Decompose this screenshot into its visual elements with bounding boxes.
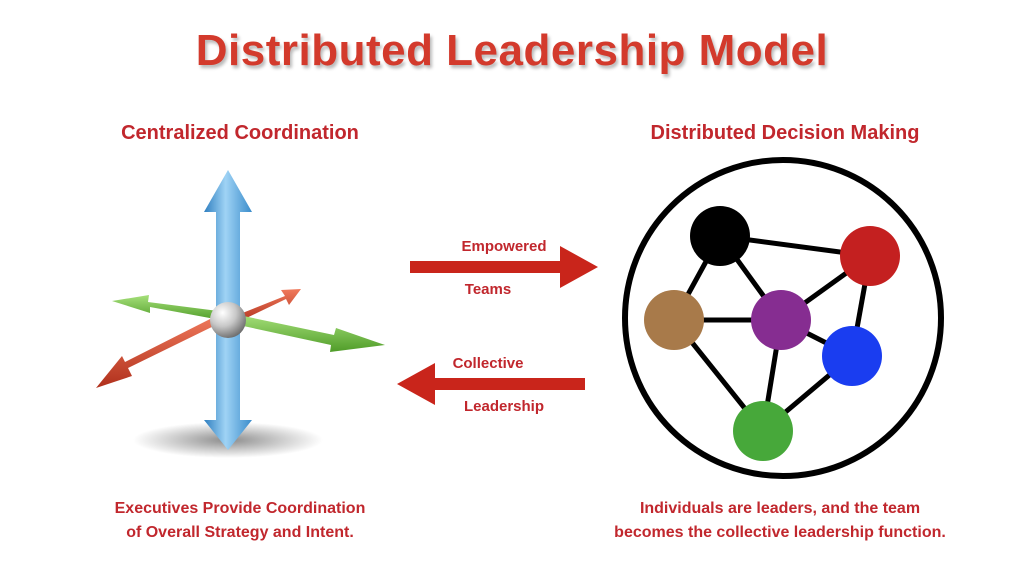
arrow-label-empowered: Empowered (461, 238, 547, 255)
node-green (733, 401, 793, 461)
centralized-caption-line1: Executives Provide Coordination (114, 500, 366, 517)
centralized-heading: Centralized Coordination (121, 122, 359, 144)
node-purple (751, 290, 811, 350)
arrow-label-teams: Teams (464, 281, 512, 298)
node-blue (822, 326, 882, 386)
node-black (690, 206, 750, 266)
network-diagram (622, 157, 944, 479)
green-axis-arrow (112, 295, 385, 352)
distributed-heading: Distributed Decision Making (650, 122, 920, 144)
node-brown (644, 290, 704, 350)
axis-diagram (96, 170, 385, 458)
arrow-label-leadership: Leadership (463, 398, 545, 415)
page-title: Distributed Leadership Model (195, 26, 829, 75)
empowered-teams-arrow (410, 246, 598, 288)
center-sphere (210, 302, 246, 338)
node-red (840, 226, 900, 286)
distributed-caption-line1: Individuals are leaders, and the team (639, 500, 921, 517)
arrow-label-collective: Collective (452, 355, 524, 372)
collective-leadership-arrow (397, 363, 585, 405)
distributed-caption-line2: becomes the collective leadership functi… (614, 524, 946, 541)
centralized-caption: Executives Provide Coordination of Overa… (40, 497, 440, 545)
distributed-caption: Individuals are leaders, and the team be… (555, 497, 1005, 545)
red-axis-arrow (96, 289, 301, 388)
centralized-caption-line2: of Overall Strategy and Intent. (126, 524, 354, 541)
